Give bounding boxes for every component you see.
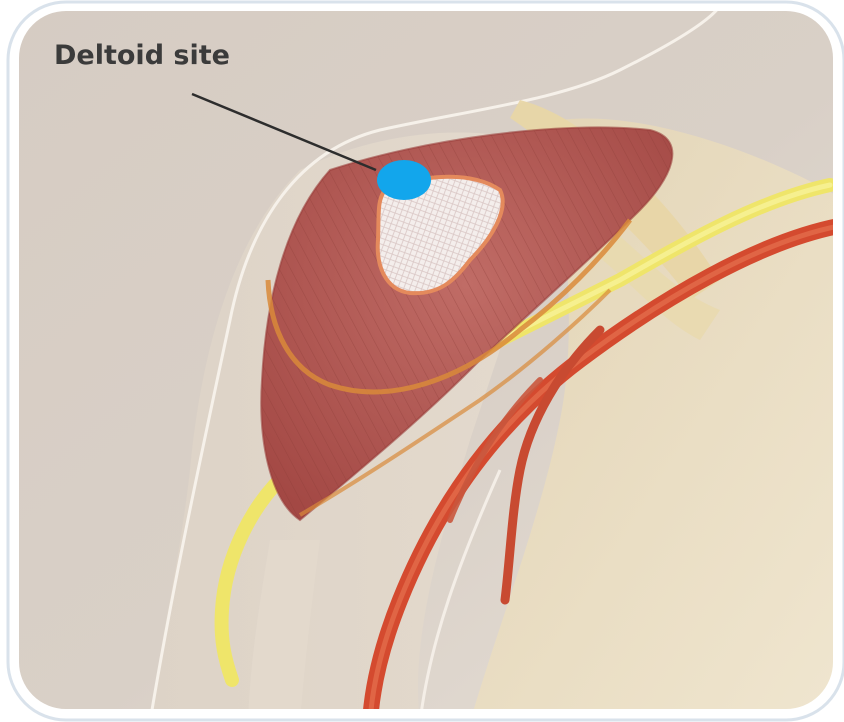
deltoid-site-label: Deltoid site xyxy=(54,40,230,71)
injection-site-marker xyxy=(377,160,431,200)
